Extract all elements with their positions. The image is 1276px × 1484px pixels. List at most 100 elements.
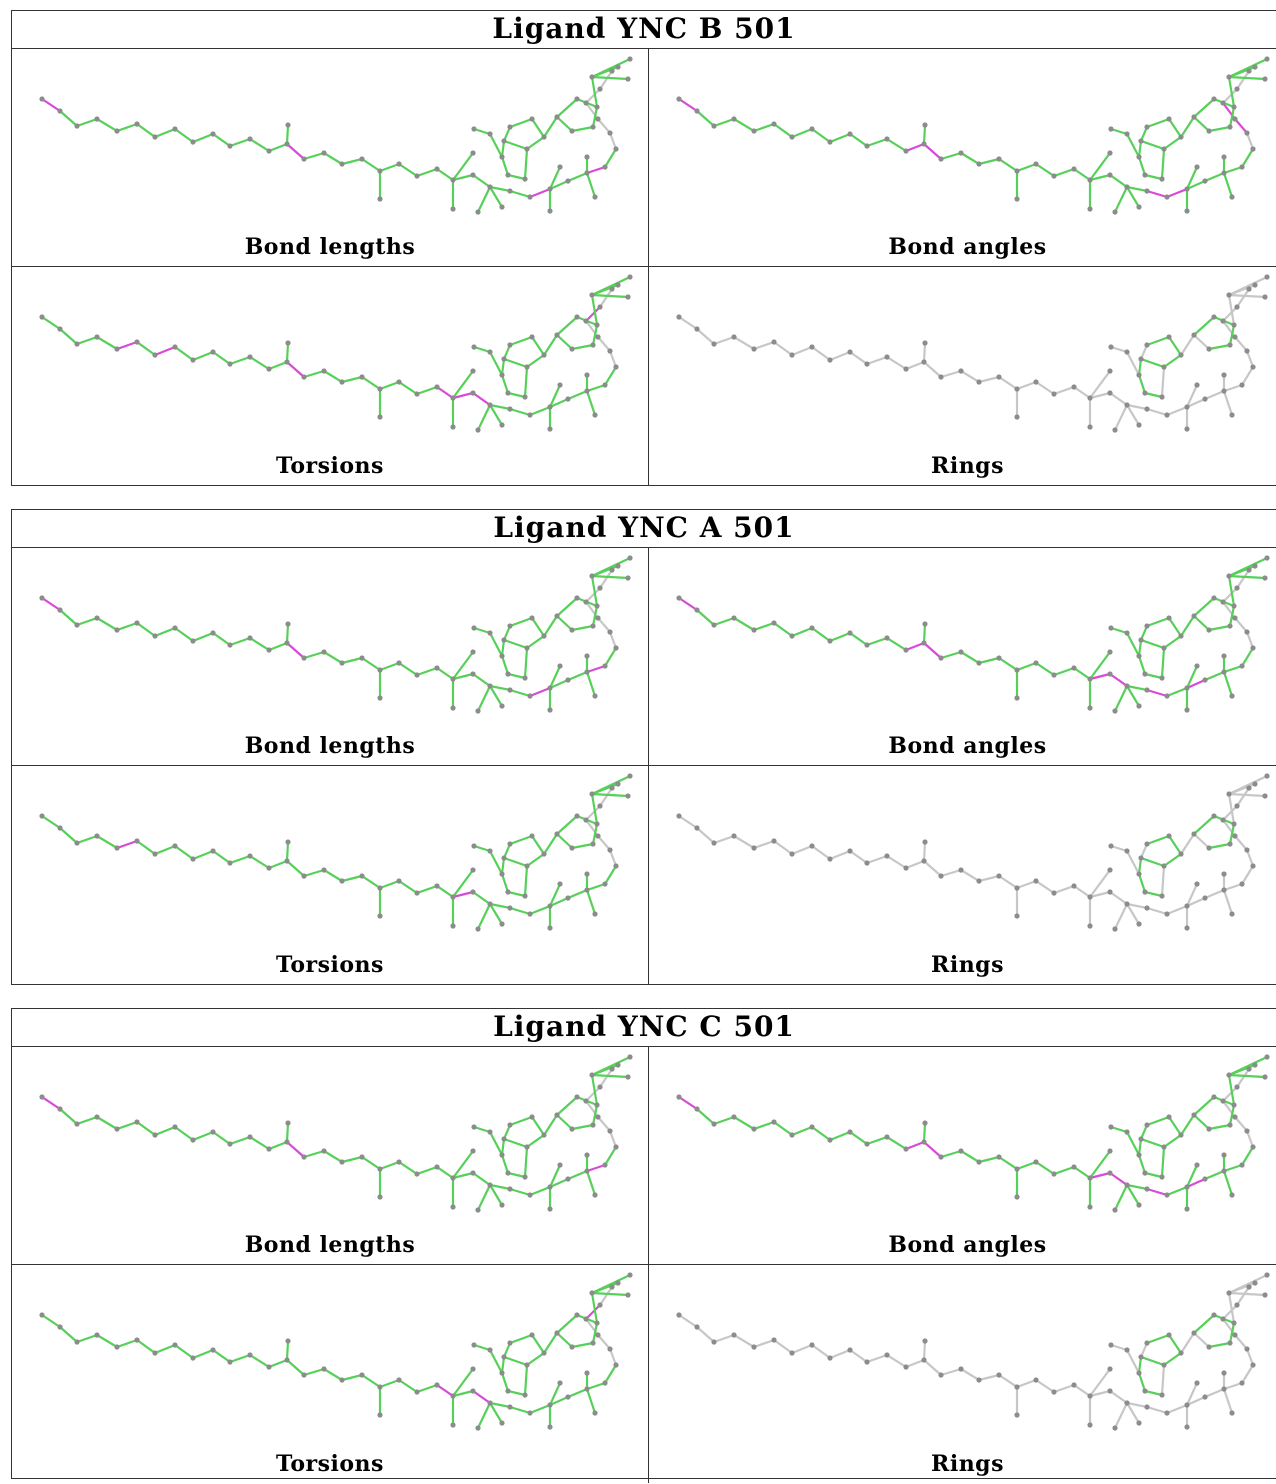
atom	[921, 359, 927, 365]
atom	[284, 141, 290, 147]
bond	[567, 171, 588, 183]
bond	[678, 815, 698, 829]
bond	[268, 859, 288, 870]
bond	[586, 383, 606, 393]
atom	[569, 1126, 575, 1132]
bond	[192, 350, 214, 362]
atom	[847, 131, 853, 137]
atom	[976, 1377, 982, 1383]
bond	[76, 335, 98, 346]
atom	[1227, 623, 1233, 629]
bond	[1234, 835, 1248, 851]
atom	[602, 1380, 608, 1386]
atom	[134, 1337, 140, 1343]
atom	[1202, 178, 1208, 184]
atom	[676, 813, 682, 819]
bond	[1146, 407, 1168, 417]
atom	[625, 294, 631, 300]
atom	[507, 188, 513, 194]
bond	[886, 1354, 907, 1368]
atom	[1239, 881, 1245, 887]
atom	[574, 1312, 580, 1318]
atom	[210, 131, 216, 137]
atom	[450, 395, 456, 401]
bond	[922, 623, 927, 644]
bond	[136, 341, 156, 356]
bond	[1146, 906, 1168, 916]
atom	[475, 209, 481, 215]
bond	[1089, 1368, 1111, 1397]
atom	[1161, 863, 1167, 869]
bond	[1053, 1165, 1075, 1176]
bond	[1241, 148, 1254, 168]
atom	[39, 1312, 45, 1318]
bond	[1089, 173, 1111, 182]
atom	[569, 346, 575, 352]
atom	[114, 128, 120, 134]
bond	[811, 1126, 831, 1141]
atom	[414, 173, 420, 179]
bond	[500, 639, 506, 657]
atom	[1112, 427, 1118, 433]
bond	[416, 1165, 438, 1176]
bond	[543, 334, 558, 356]
atom	[1087, 1204, 1093, 1210]
bond	[923, 1141, 942, 1158]
panel-caption: Bond angles	[888, 733, 1047, 759]
bond	[1126, 684, 1148, 692]
bond	[829, 132, 851, 144]
atom	[247, 1352, 253, 1358]
atom	[470, 172, 476, 178]
bond	[229, 636, 251, 647]
bond	[998, 1374, 1018, 1388]
atom	[1239, 663, 1245, 669]
bond	[1185, 166, 1199, 190]
bond	[436, 168, 454, 181]
atom	[1264, 1272, 1270, 1278]
atom	[789, 352, 795, 358]
atom	[595, 1114, 601, 1120]
bond	[452, 173, 474, 182]
bond	[585, 889, 597, 915]
bond	[556, 1114, 573, 1130]
bond	[1016, 380, 1037, 391]
atom	[789, 1132, 795, 1138]
bond	[597, 835, 611, 851]
atom	[1211, 1094, 1217, 1100]
atom	[602, 663, 608, 669]
atom	[554, 831, 560, 837]
bond	[1146, 616, 1170, 628]
atom	[1087, 424, 1093, 430]
bond	[599, 787, 613, 807]
atom	[524, 1362, 530, 1368]
atom	[1221, 871, 1227, 877]
atom	[507, 1404, 513, 1410]
bond	[886, 356, 907, 370]
bond	[1222, 306, 1238, 322]
atom	[414, 391, 420, 397]
bond	[556, 98, 578, 118]
atom	[751, 627, 757, 633]
bond	[477, 1184, 491, 1211]
atom	[1071, 1382, 1077, 1388]
atom	[1014, 168, 1020, 174]
bond	[507, 1389, 526, 1397]
panel-caption: Bond lengths	[244, 234, 416, 260]
atom	[1227, 342, 1233, 348]
atom	[607, 1346, 613, 1352]
atom	[1239, 164, 1245, 170]
atom	[152, 1350, 158, 1356]
atom	[470, 867, 476, 873]
atom	[475, 1207, 481, 1213]
atom	[694, 607, 700, 613]
bond	[507, 890, 526, 898]
atom	[1014, 1384, 1020, 1390]
atom	[1107, 889, 1113, 895]
bond	[1236, 569, 1250, 589]
atom	[1136, 1420, 1142, 1426]
bond	[523, 366, 529, 398]
bond	[500, 873, 510, 893]
atom	[1244, 348, 1250, 354]
atom	[152, 134, 158, 140]
atom	[487, 184, 493, 190]
